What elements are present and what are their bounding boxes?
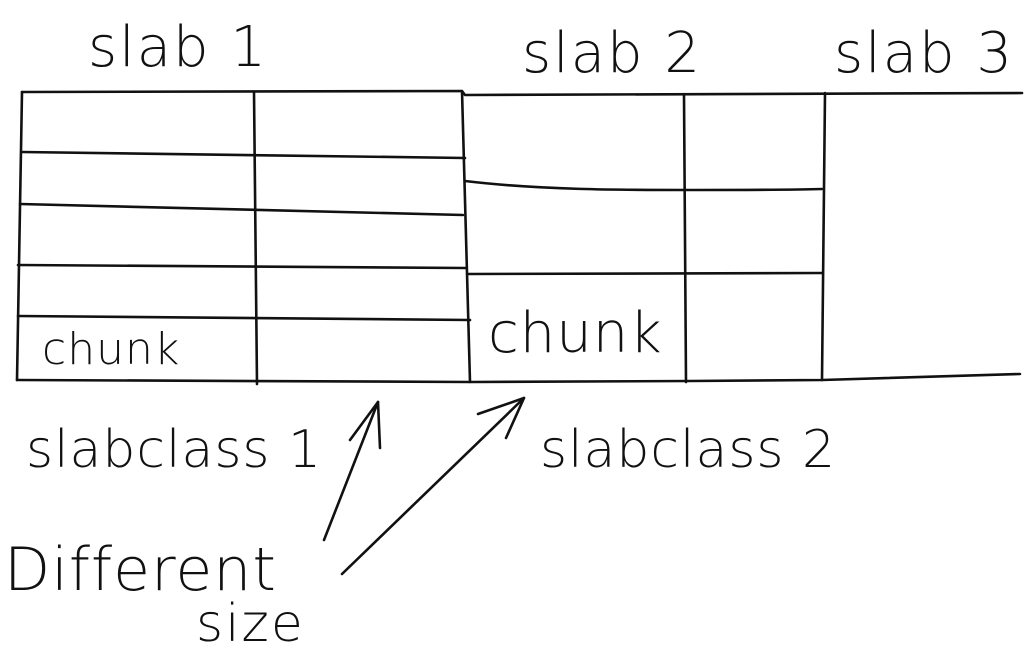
slab-2-right-edge [820, 91, 827, 382]
slab-1-row-line [18, 202, 465, 217]
top-border-line [20, 89, 1024, 97]
bottom-border-line [15, 372, 1022, 384]
slab-1-right-edge [460, 89, 472, 384]
slabclass-1-label: slabclass 1 [26, 420, 323, 480]
slab-1-column-divider [252, 90, 259, 386]
slab-1-row-line [16, 314, 472, 322]
chunk-label-slabclass-2: chunk [488, 301, 663, 366]
annotation-different: Different [4, 535, 277, 605]
slab-2-grid [463, 91, 827, 384]
chunk-label-slabclass-1: chunk [42, 324, 181, 375]
arrow-to-slabclass-1 [322, 400, 382, 542]
slab-1-row-line [20, 150, 467, 160]
slab-2-label: slab 2 [522, 21, 703, 86]
slab-3-label: slab 3 [834, 21, 1015, 86]
slab-2-row-line [463, 179, 824, 192]
slab-2-row-line [466, 271, 824, 276]
slab-2-column-divider [682, 93, 688, 384]
annotation-size: size [196, 594, 305, 653]
slabclass-2-label: slabclass 2 [540, 420, 837, 480]
arrow-to-slabclass-2 [340, 396, 526, 576]
slab-1-left-edge [15, 90, 24, 382]
slab-1-grid [15, 89, 472, 386]
slab-1-row-line [16, 263, 467, 270]
slab-1-label: slab 1 [88, 15, 269, 80]
